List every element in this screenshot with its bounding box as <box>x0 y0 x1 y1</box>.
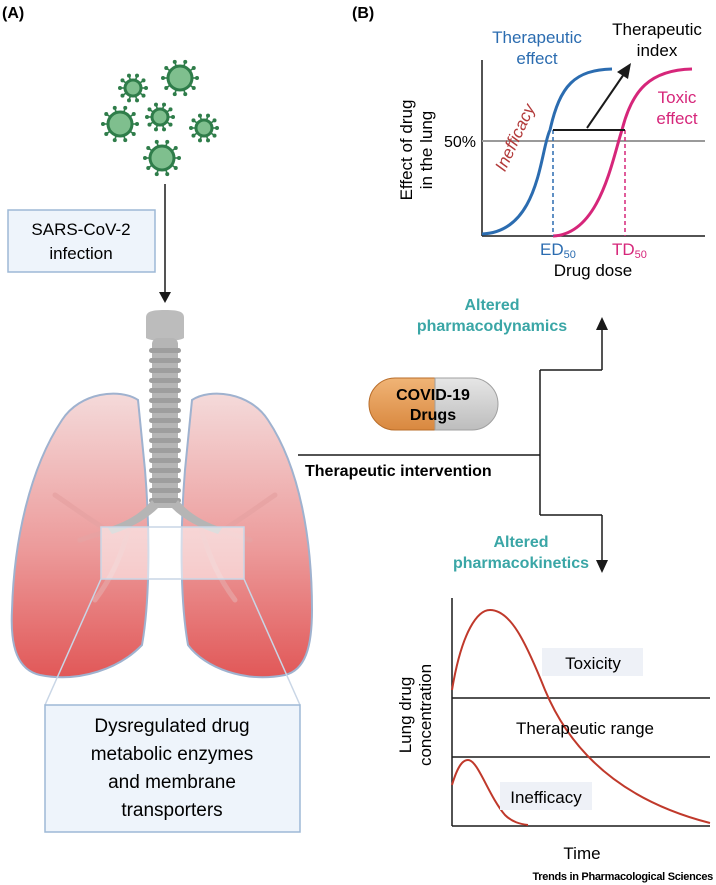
pk-inefficacy-label: Inefficacy <box>510 788 582 807</box>
right-lung <box>180 392 314 679</box>
altered-pd-line-2: pharmacodynamics <box>417 318 567 335</box>
dysregulated-line-4: transporters <box>121 800 222 821</box>
td50-label: TD50 <box>612 240 647 261</box>
dysregulated-line-3: and membrane <box>108 772 236 793</box>
pd-ylabel-line-2: in the lung <box>417 111 436 189</box>
pd-fifty-percent-label: 50% <box>444 134 476 151</box>
virus-particle-icon <box>101 105 139 143</box>
therapeutic-effect-line-1: Therapeutic <box>492 28 582 47</box>
pd-inefficacy-label: Inefficacy <box>491 100 539 174</box>
toxic-effect-line-1: Toxic <box>658 88 697 107</box>
toxic-effect-line-2: effect <box>656 109 698 128</box>
virus-particle-icon <box>143 139 181 177</box>
inefficacy-label-bg <box>500 782 592 810</box>
dysregulated-line-2: metabolic enzymes <box>91 744 254 765</box>
intervention-connector <box>298 328 603 562</box>
virus-cluster-icon <box>101 59 219 177</box>
pd-xlabel: Drug dose <box>554 261 632 280</box>
panel-a-label: (A) <box>2 5 24 22</box>
virus-particle-icon <box>118 73 148 103</box>
dysregulated-line-1: Dysregulated drug <box>94 716 249 737</box>
lungs-illustration <box>10 310 314 706</box>
pk-high-dose-curve <box>451 608 711 824</box>
therapeutic-effect-curve <box>481 67 613 236</box>
therapeutic-index-line-1: Therapeutic <box>612 20 702 39</box>
pd-ylabel-line-1: Effect of drug <box>397 100 416 201</box>
pd-arrow-head <box>596 317 608 330</box>
altered-pk-line-2: pharmacokinetics <box>453 555 589 572</box>
left-lung <box>10 392 150 679</box>
virus-particle-icon <box>189 113 219 143</box>
panel-b-label: (B) <box>352 5 374 22</box>
infection-arrow-head <box>159 292 171 303</box>
virus-particle-icon <box>161 59 199 97</box>
infection-box <box>7 209 156 273</box>
ed50-label: ED50 <box>540 240 576 261</box>
toxicity-label-bg <box>542 648 643 676</box>
pk-arrow-head <box>596 560 608 573</box>
therapeutic-index-line-2: index <box>637 41 678 60</box>
therapeutic-index-arrow <box>586 73 625 129</box>
virus-particle-icon <box>145 102 175 132</box>
pk-chart: Toxicity Therapeutic range Inefficacy Lu… <box>396 598 711 863</box>
journal-credit: Trends in Pharmacological Sciences <box>532 871 713 883</box>
altered-pk-line-1: Altered <box>493 534 548 551</box>
pill-line-2: Drugs <box>410 407 456 424</box>
infection-box-line-2: infection <box>49 244 112 263</box>
therapeutic-effect-line-2: effect <box>516 49 558 68</box>
zoom-region <box>100 526 245 580</box>
pill-line-1: COVID-19 <box>396 387 470 404</box>
pk-low-dose-curve <box>451 758 529 826</box>
altered-pd-line-1: Altered <box>464 297 519 314</box>
covid-drugs-pill: COVID-19 Drugs <box>368 377 499 431</box>
pk-ylabel-line-1: Lung drug <box>396 677 415 754</box>
infection-box-line-1: SARS-CoV-2 <box>31 220 130 239</box>
pd-chart: Therapeutic effect Therapeutic index Tox… <box>397 20 705 280</box>
therapeutic-range-label: Therapeutic range <box>516 719 654 738</box>
pk-xlabel: Time <box>563 844 600 863</box>
pk-ylabel-line-2: concentration <box>416 664 435 766</box>
toxicity-label: Toxicity <box>565 654 621 673</box>
therapeutic-intervention-label: Therapeutic intervention <box>305 463 492 480</box>
dysregulated-box <box>44 704 301 833</box>
